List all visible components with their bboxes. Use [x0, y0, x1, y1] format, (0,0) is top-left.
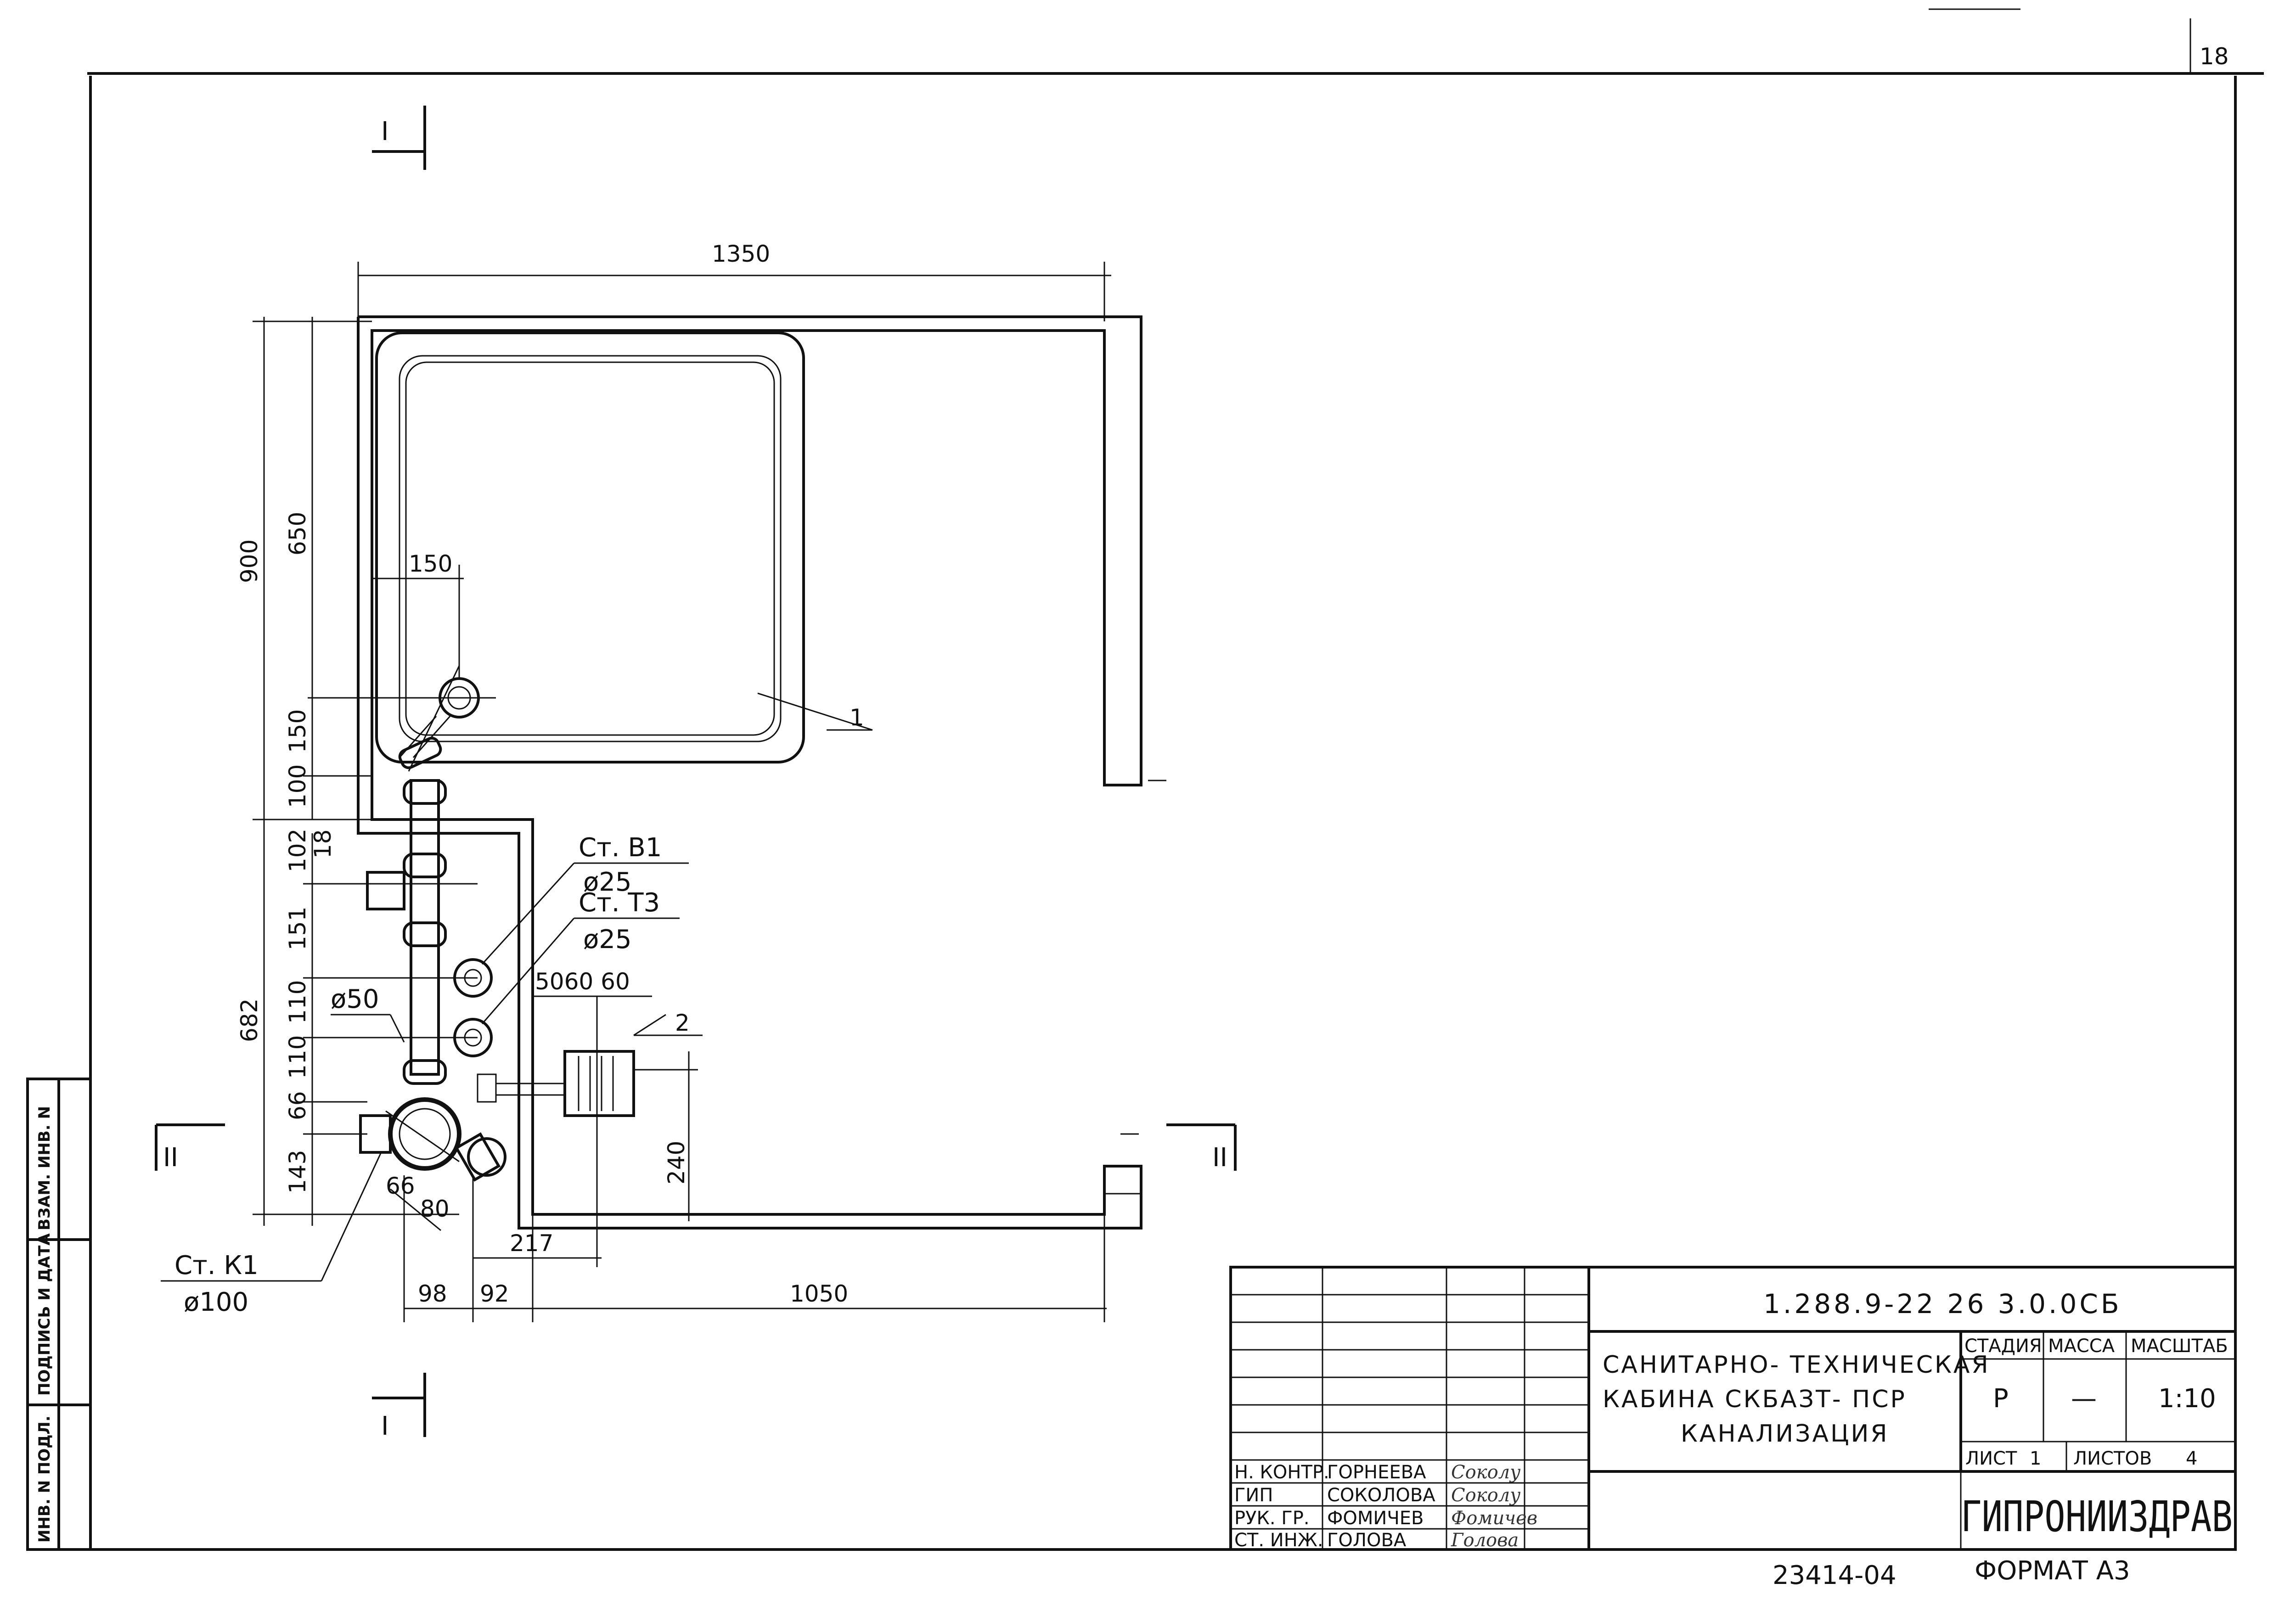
dimension-lines: [253, 262, 1111, 1322]
dim-650: 650: [284, 512, 311, 556]
sheets-label: ЛИСТОВ: [2073, 1448, 2152, 1469]
title-line-3: КАНАЛИЗАЦИЯ: [1681, 1420, 1889, 1448]
signature-0: Соколу: [1451, 1462, 1521, 1483]
mass-value: —: [2071, 1384, 2097, 1414]
name-0: ГОРНЕЕВА: [1327, 1462, 1426, 1483]
dim-150-left: 150: [284, 709, 311, 753]
section-marker-left: II: [155, 1123, 225, 1173]
label-st-k1: Ст. К1: [174, 1251, 259, 1280]
label-pipe-dia: ø50: [331, 984, 379, 1014]
scale-value: 1:10: [2158, 1384, 2216, 1414]
title-line-2: КАБИНА СКБАЗТ- ПСР: [1603, 1386, 1907, 1413]
side-vzam: ВЗАМ. ИНВ. N: [35, 1106, 54, 1230]
section-marker-top: I: [372, 106, 426, 170]
role-0: Н. КОНТР.: [1234, 1462, 1329, 1483]
sheets-value: 4: [2186, 1448, 2197, 1469]
dim-50-60-60: 5060 60: [535, 968, 630, 995]
dim-110-b: 110: [284, 1035, 311, 1079]
side-inv-podl: ИНВ. N ПОДЛ.: [35, 1415, 54, 1543]
side-stamp: ИНВ. N ПОДЛ. ПОДПИСЬ И ДАТА ВЗАМ. ИНВ. N: [26, 1078, 92, 1551]
name-3: ГОЛОВА: [1327, 1530, 1407, 1551]
dim-1050: 1050: [790, 1280, 848, 1307]
dim-98: 98: [418, 1280, 447, 1307]
svg-text:I: I: [381, 117, 389, 146]
dim-240: 240: [663, 1141, 690, 1185]
role-1: ГИП: [1234, 1485, 1273, 1506]
dim-217: 217: [510, 1230, 553, 1257]
svg-text:II: II: [163, 1143, 178, 1173]
svg-text:II: II: [1212, 1143, 1227, 1173]
section-marker-bottom: I: [372, 1373, 426, 1441]
dim-143: 143: [284, 1150, 311, 1194]
dim-102: 102: [284, 829, 311, 872]
title-block: [1229, 1266, 2237, 1551]
stack-k1: [359, 1097, 506, 1182]
drain-pipe: [366, 716, 451, 1085]
dim-100: 100: [284, 764, 311, 808]
organization-name: ГИПРОНИИЗДРАВ: [1961, 1492, 2233, 1541]
title-line-1: САНИТАРНО- ТЕХНИЧЕСКАЯ: [1603, 1351, 1990, 1379]
doc-code: 1.288.9-22 26 3.0.0СБ: [1763, 1288, 2122, 1319]
footer-format: ФОРМАТ А3: [1975, 1556, 2130, 1586]
dim-80: 80: [420, 1196, 450, 1222]
dim-151: 151: [284, 907, 311, 950]
header-stage: СТАДИЯ: [1964, 1336, 2042, 1357]
label-st-b1: Ст. В1: [579, 833, 662, 863]
dim-66-left: 66: [284, 1091, 311, 1120]
footer-inv: 23414-04: [1773, 1561, 1896, 1590]
label-st-k1-dia: ø100: [184, 1287, 248, 1317]
signature-2: Фомичев: [1451, 1508, 1537, 1529]
label-st-b1-dia: ø25: [583, 867, 632, 897]
sheet-value: 1: [2030, 1448, 2041, 1469]
dim-682: 682: [236, 999, 263, 1042]
side-podpis: ПОДПИСЬ И ДАТА: [35, 1233, 54, 1396]
role-2: РУК. ГР.: [1234, 1508, 1310, 1529]
dim-18: 18: [310, 829, 336, 859]
sheet-label: ЛИСТ: [1965, 1448, 2017, 1469]
dim-900: 900: [236, 539, 263, 583]
shower-tray: 1: [375, 331, 873, 764]
signature-1: Соколу: [1451, 1485, 1521, 1506]
svg-text:I: I: [381, 1411, 389, 1441]
cabin-outline: [357, 315, 1166, 1229]
label-st-t3-dia: ø25: [583, 925, 632, 954]
pos-1-label: 1: [850, 704, 864, 731]
dim-1350: 1350: [712, 241, 770, 267]
header-mass: МАССА: [2048, 1336, 2115, 1357]
pos-2-label: 2: [675, 1010, 690, 1036]
leader-lines: [161, 862, 689, 1282]
sheet-number: 18: [2200, 43, 2229, 70]
towel-radiator: 2: [477, 1010, 703, 1117]
dim-150-top: 150: [409, 550, 452, 577]
dim-66-diag: 66: [386, 1173, 415, 1199]
role-3: СТ. ИНЖ.: [1234, 1530, 1323, 1551]
signature-3: Голова: [1451, 1530, 1519, 1551]
name-1: СОКОЛОВА: [1327, 1485, 1435, 1506]
name-2: ФОМИЧЕВ: [1327, 1508, 1424, 1529]
dim-110-a: 110: [284, 980, 311, 1024]
stage-value: Р: [1993, 1384, 2009, 1414]
dim-92: 92: [480, 1280, 509, 1307]
label-st-t3: Ст. Т3: [579, 888, 660, 918]
section-marker-right: II: [1166, 1123, 1237, 1173]
header-scale: МАСШТАБ: [2131, 1336, 2228, 1357]
